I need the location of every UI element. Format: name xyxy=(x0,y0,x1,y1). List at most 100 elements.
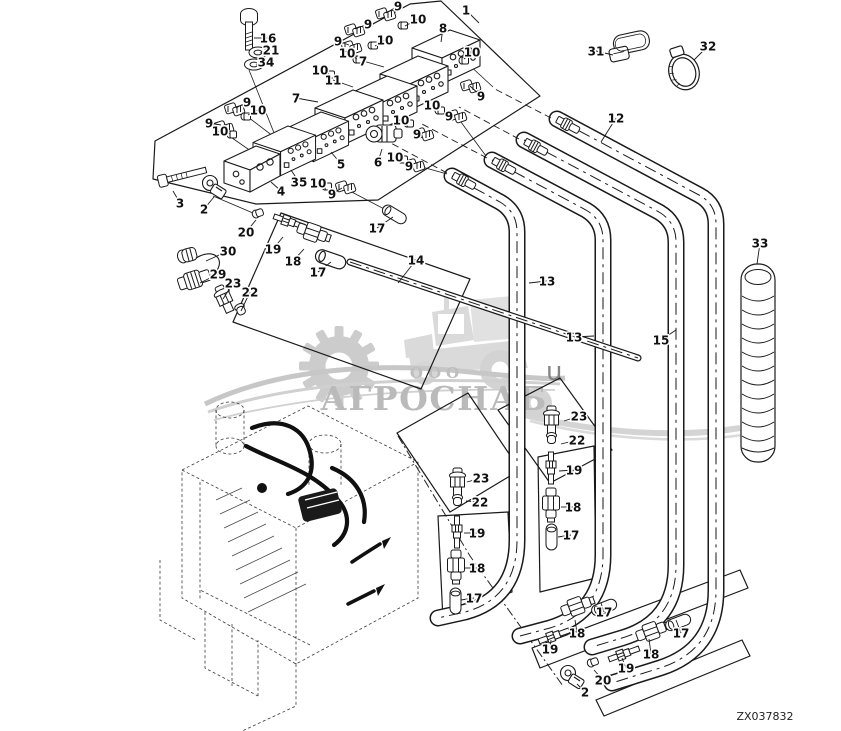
leader-line-19 xyxy=(549,639,552,650)
part-callout-3: 3 xyxy=(176,197,184,211)
leader-line-8 xyxy=(440,27,444,43)
watermark-ooo: ООО xyxy=(410,364,464,382)
routed-hose-1 xyxy=(249,421,314,497)
part-callout-4: 4 xyxy=(277,185,285,199)
direction-arrow-2 xyxy=(346,589,376,606)
part-callout-33: 33 xyxy=(752,237,769,251)
part-callout-15: 15 xyxy=(653,334,670,348)
part-callout-10: 10 xyxy=(393,114,410,128)
leader-line-10 xyxy=(247,109,259,116)
leader-line-1 xyxy=(465,9,480,24)
hose-14 xyxy=(346,258,642,362)
chain1-lower-boundary xyxy=(437,511,513,621)
cap-screw-16 xyxy=(240,8,258,51)
leader-line-3 xyxy=(172,190,181,204)
machine-reference-sketch xyxy=(159,401,564,731)
part-callout-5: 5 xyxy=(337,158,345,172)
fitting-6 xyxy=(365,124,403,143)
fitting-chain-1 xyxy=(447,467,466,615)
leader-line-34 xyxy=(255,61,267,66)
leader-line-10 xyxy=(374,39,386,47)
leader-line-10 xyxy=(431,104,439,111)
leader-line-5 xyxy=(330,151,342,165)
part-callout-19: 19 xyxy=(265,243,282,257)
fitting-10 xyxy=(226,130,237,139)
leader-line-9 xyxy=(331,187,343,195)
part-callout-1: 1 xyxy=(462,4,470,18)
hose-13b xyxy=(483,151,612,645)
part-callout-10: 10 xyxy=(312,64,329,78)
leader-line-35 xyxy=(290,169,300,183)
leader-line-9 xyxy=(416,130,421,135)
leader-line-2 xyxy=(576,683,586,693)
part-callout-18: 18 xyxy=(569,627,586,641)
part-callout-10: 10 xyxy=(310,177,327,191)
leader-line-29 xyxy=(199,273,219,284)
hose-plug xyxy=(257,483,267,493)
part-callout-9: 9 xyxy=(405,160,413,174)
chain2-upper-boundary xyxy=(497,377,613,484)
leader-line-11 xyxy=(332,79,354,88)
part-callout-19: 19 xyxy=(542,643,559,657)
leader-line-30 xyxy=(205,250,229,262)
fitting-9 xyxy=(334,179,357,195)
part-callout-8: 8 xyxy=(439,22,447,36)
leader-line-4 xyxy=(270,181,282,192)
part-callout-29: 29 xyxy=(210,268,227,282)
accessories xyxy=(608,30,776,463)
fitting-19 xyxy=(451,515,463,549)
hose14-group-boundary xyxy=(232,212,471,390)
hose-13a xyxy=(429,167,526,627)
part-callout-17: 17 xyxy=(563,529,580,543)
leader-line-12 xyxy=(600,117,617,143)
leader-line-6 xyxy=(377,148,383,163)
leader-line-20 xyxy=(593,669,604,681)
valve-assembly-parts xyxy=(156,6,494,227)
part-callout-11: 11 xyxy=(325,74,342,88)
watermark-stray-letter: u xyxy=(546,357,562,387)
part-callout-17: 17 xyxy=(310,266,327,280)
routed-hose-3 xyxy=(329,465,367,525)
leader-line-10 xyxy=(346,52,358,60)
part-callout-2: 2 xyxy=(200,203,208,217)
part-callout-35: 35 xyxy=(291,176,308,190)
part-callout-14: 14 xyxy=(408,254,425,268)
hose-cap-31 xyxy=(608,30,651,63)
part-callout-18: 18 xyxy=(565,501,582,515)
leader-line-10 xyxy=(317,182,327,187)
leader-line-22 xyxy=(465,500,481,503)
part-callout-9: 9 xyxy=(445,110,453,124)
part-callout-7: 7 xyxy=(359,55,367,69)
part-callout-32: 32 xyxy=(700,40,717,54)
leader-line-17 xyxy=(460,597,475,601)
sleeve-17 xyxy=(545,523,558,551)
part-callout-2: 2 xyxy=(581,686,589,700)
leader-line-21 xyxy=(259,49,272,54)
part-callout-10: 10 xyxy=(339,47,356,61)
leader-line-23 xyxy=(222,282,234,300)
leader-line-17 xyxy=(557,534,572,538)
reference-leader-line xyxy=(397,435,564,687)
fitting-18 xyxy=(294,218,334,248)
part-callout-23: 23 xyxy=(571,410,588,424)
fitting-22 xyxy=(546,432,557,444)
leader-line-14 xyxy=(397,259,417,284)
part-callout-20: 20 xyxy=(238,226,255,240)
leader-line-9 xyxy=(448,114,456,117)
leader-line-9 xyxy=(354,23,369,30)
part-callout-31: 31 xyxy=(588,45,605,59)
fitting-20 xyxy=(585,656,600,669)
part-callout-22: 22 xyxy=(472,496,489,510)
leader-line-19 xyxy=(558,469,575,472)
part-callout-9: 9 xyxy=(364,18,372,32)
coupler-group xyxy=(175,246,248,317)
leader-line-19 xyxy=(272,236,284,250)
leader-line-18 xyxy=(292,248,305,262)
part-callout-17: 17 xyxy=(673,627,690,641)
leader-line-17 xyxy=(675,619,682,634)
hose-clamp-32 xyxy=(668,45,700,91)
leader-line-22 xyxy=(240,291,251,312)
leader-line-13 xyxy=(528,280,548,284)
leader-line-32 xyxy=(693,45,709,61)
